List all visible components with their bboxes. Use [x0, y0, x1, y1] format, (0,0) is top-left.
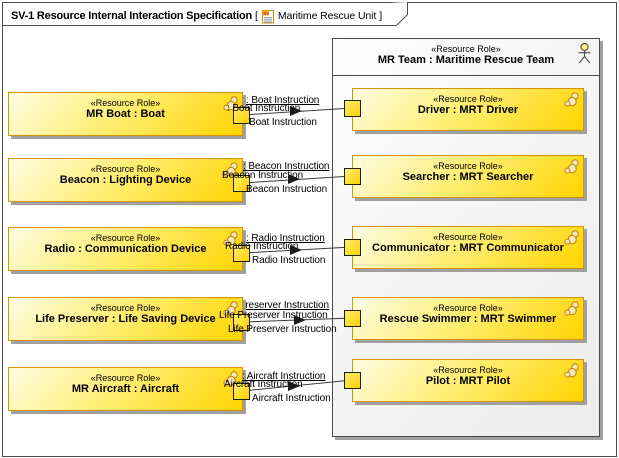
- resource-name: MR Boat : Boat: [86, 108, 165, 120]
- stereotype-label: «Resource Role»: [433, 232, 503, 242]
- member-searcher[interactable]: «Resource Role» Searcher : MRT Searcher: [352, 155, 584, 198]
- diagram-title-tab: SV-1 Resource Internal Interaction Speci…: [2, 2, 408, 26]
- stereotype-label: «Resource Role»: [90, 164, 161, 174]
- stereotype-label: «Resource Role»: [90, 233, 161, 243]
- resource-role-icon: [564, 300, 580, 321]
- context-name: Maritime Rescue Unit: [277, 10, 377, 22]
- flow-label[interactable]: Beacon Instruction: [246, 184, 328, 195]
- stereotype-label: «Resource Role»: [90, 373, 161, 383]
- title-tab-outline: [2, 2, 408, 26]
- port-communicator-in[interactable]: [344, 239, 361, 256]
- port-type-label[interactable]: Life Preserver Instruction: [219, 310, 328, 321]
- port-boat-out[interactable]: [233, 107, 250, 124]
- stereotype-label: «Resource Role»: [433, 94, 503, 104]
- resource-mr-boat[interactable]: «Resource Role» MR Boat : Boat: [8, 92, 243, 136]
- diagram-title: SV-1 Resource Internal Interaction Speci…: [11, 10, 253, 22]
- resource-name: Radio : Communication Device: [44, 243, 207, 255]
- stereotype-label: «Resource Role»: [433, 303, 503, 313]
- arrowhead: [290, 245, 302, 255]
- arrowhead: [288, 174, 300, 184]
- stereotype-label: «Resource Role»: [90, 303, 161, 313]
- member-pilot[interactable]: «Resource Role» Pilot : MRT Pilot: [352, 359, 584, 402]
- port-type-label[interactable]: : Boat Instruction: [227, 103, 301, 114]
- member-name: Communicator : MRT Communicator: [372, 242, 564, 254]
- resource-name: Life Preserver : Life Saving Device: [35, 313, 216, 325]
- arrowhead: [290, 106, 302, 116]
- port-radio-out[interactable]: [233, 245, 250, 262]
- resource-role-icon: [223, 370, 239, 391]
- port-type-label[interactable]: Beacon Instruction: [222, 170, 304, 181]
- arrowhead: [294, 315, 306, 325]
- port-driver-in[interactable]: [344, 100, 361, 117]
- resource-role-icon: [564, 229, 580, 250]
- port-type-label[interactable]: : Life Preserver Instruction: [215, 300, 329, 311]
- team-container-header: «Resource Role» MR Team : Maritime Rescu…: [333, 39, 599, 76]
- resource-role-icon: [223, 300, 239, 321]
- actor-icon: [576, 42, 593, 65]
- member-name: Searcher : MRT Searcher: [402, 171, 534, 183]
- stereotype-label: «Resource Role»: [433, 161, 503, 171]
- team-stereotype: «Resource Role»: [431, 44, 501, 54]
- svg-text:SV: SV: [263, 11, 269, 16]
- resource-role-icon: [223, 161, 239, 182]
- resource-beacon[interactable]: «Resource Role» Beacon : Lighting Device: [8, 158, 243, 202]
- port-rescue-swimmer-in[interactable]: [344, 310, 361, 327]
- resource-life-preserver[interactable]: «Resource Role» Life Preserver : Life Sa…: [8, 297, 243, 341]
- member-name: Driver : MRT Driver: [417, 104, 519, 116]
- stereotype-label: «Resource Role»: [90, 98, 161, 108]
- resource-role-icon: [564, 362, 580, 383]
- port-searcher-in[interactable]: [344, 168, 361, 185]
- stereotype-label: «Resource Role»: [433, 365, 503, 375]
- team-name: MR Team : Maritime Rescue Team: [377, 54, 555, 66]
- resource-mr-aircraft[interactable]: «Resource Role» MR Aircraft : Aircraft: [8, 367, 243, 411]
- port-beacon-out[interactable]: [233, 175, 250, 192]
- member-name: Rescue Swimmer : MRT Swimmer: [379, 313, 557, 325]
- member-rescue-swimmer[interactable]: «Resource Role» Rescue Swimmer : MRT Swi…: [352, 297, 584, 340]
- port-aircraft-out[interactable]: [233, 383, 250, 400]
- resource-radio[interactable]: «Resource Role» Radio : Communication De…: [8, 227, 243, 271]
- resource-role-icon: [564, 158, 580, 179]
- port-type-label[interactable]: : Beacon Instruction: [243, 161, 330, 172]
- sv-diagram-icon: SV: [261, 8, 275, 24]
- port-type-label[interactable]: : Aircraft Instruction: [242, 371, 326, 382]
- port-type-label[interactable]: Aircraft Instruction: [224, 379, 303, 390]
- resource-role-icon: [223, 230, 239, 251]
- port-type-label[interactable]: : Radio Instruction: [246, 233, 325, 244]
- member-communicator[interactable]: «Resource Role» Communicator : MRT Commu…: [352, 226, 584, 269]
- resource-name: Beacon : Lighting Device: [59, 174, 192, 186]
- flow-label[interactable]: Aircraft Instruction: [252, 393, 331, 404]
- port-type-label[interactable]: Radio Instruction: [225, 241, 299, 252]
- flow-label[interactable]: Life Preserver Instruction: [228, 324, 337, 335]
- context-bracket-open: [: [255, 10, 258, 22]
- resource-name: MR Aircraft : Aircraft: [71, 383, 180, 395]
- member-name: Pilot : MRT Pilot: [425, 375, 511, 387]
- flow-label[interactable]: Radio Instruction: [252, 255, 326, 266]
- port-type-label[interactable]: : Boat Instruction: [246, 95, 320, 106]
- resource-role-icon: [564, 91, 580, 112]
- arrowhead: [288, 381, 300, 391]
- context-bracket-close: ]: [379, 10, 383, 22]
- port-pilot-in[interactable]: [344, 372, 361, 389]
- port-life-preserver-out[interactable]: [233, 314, 250, 331]
- flow-label[interactable]: Boat Instruction: [249, 117, 317, 128]
